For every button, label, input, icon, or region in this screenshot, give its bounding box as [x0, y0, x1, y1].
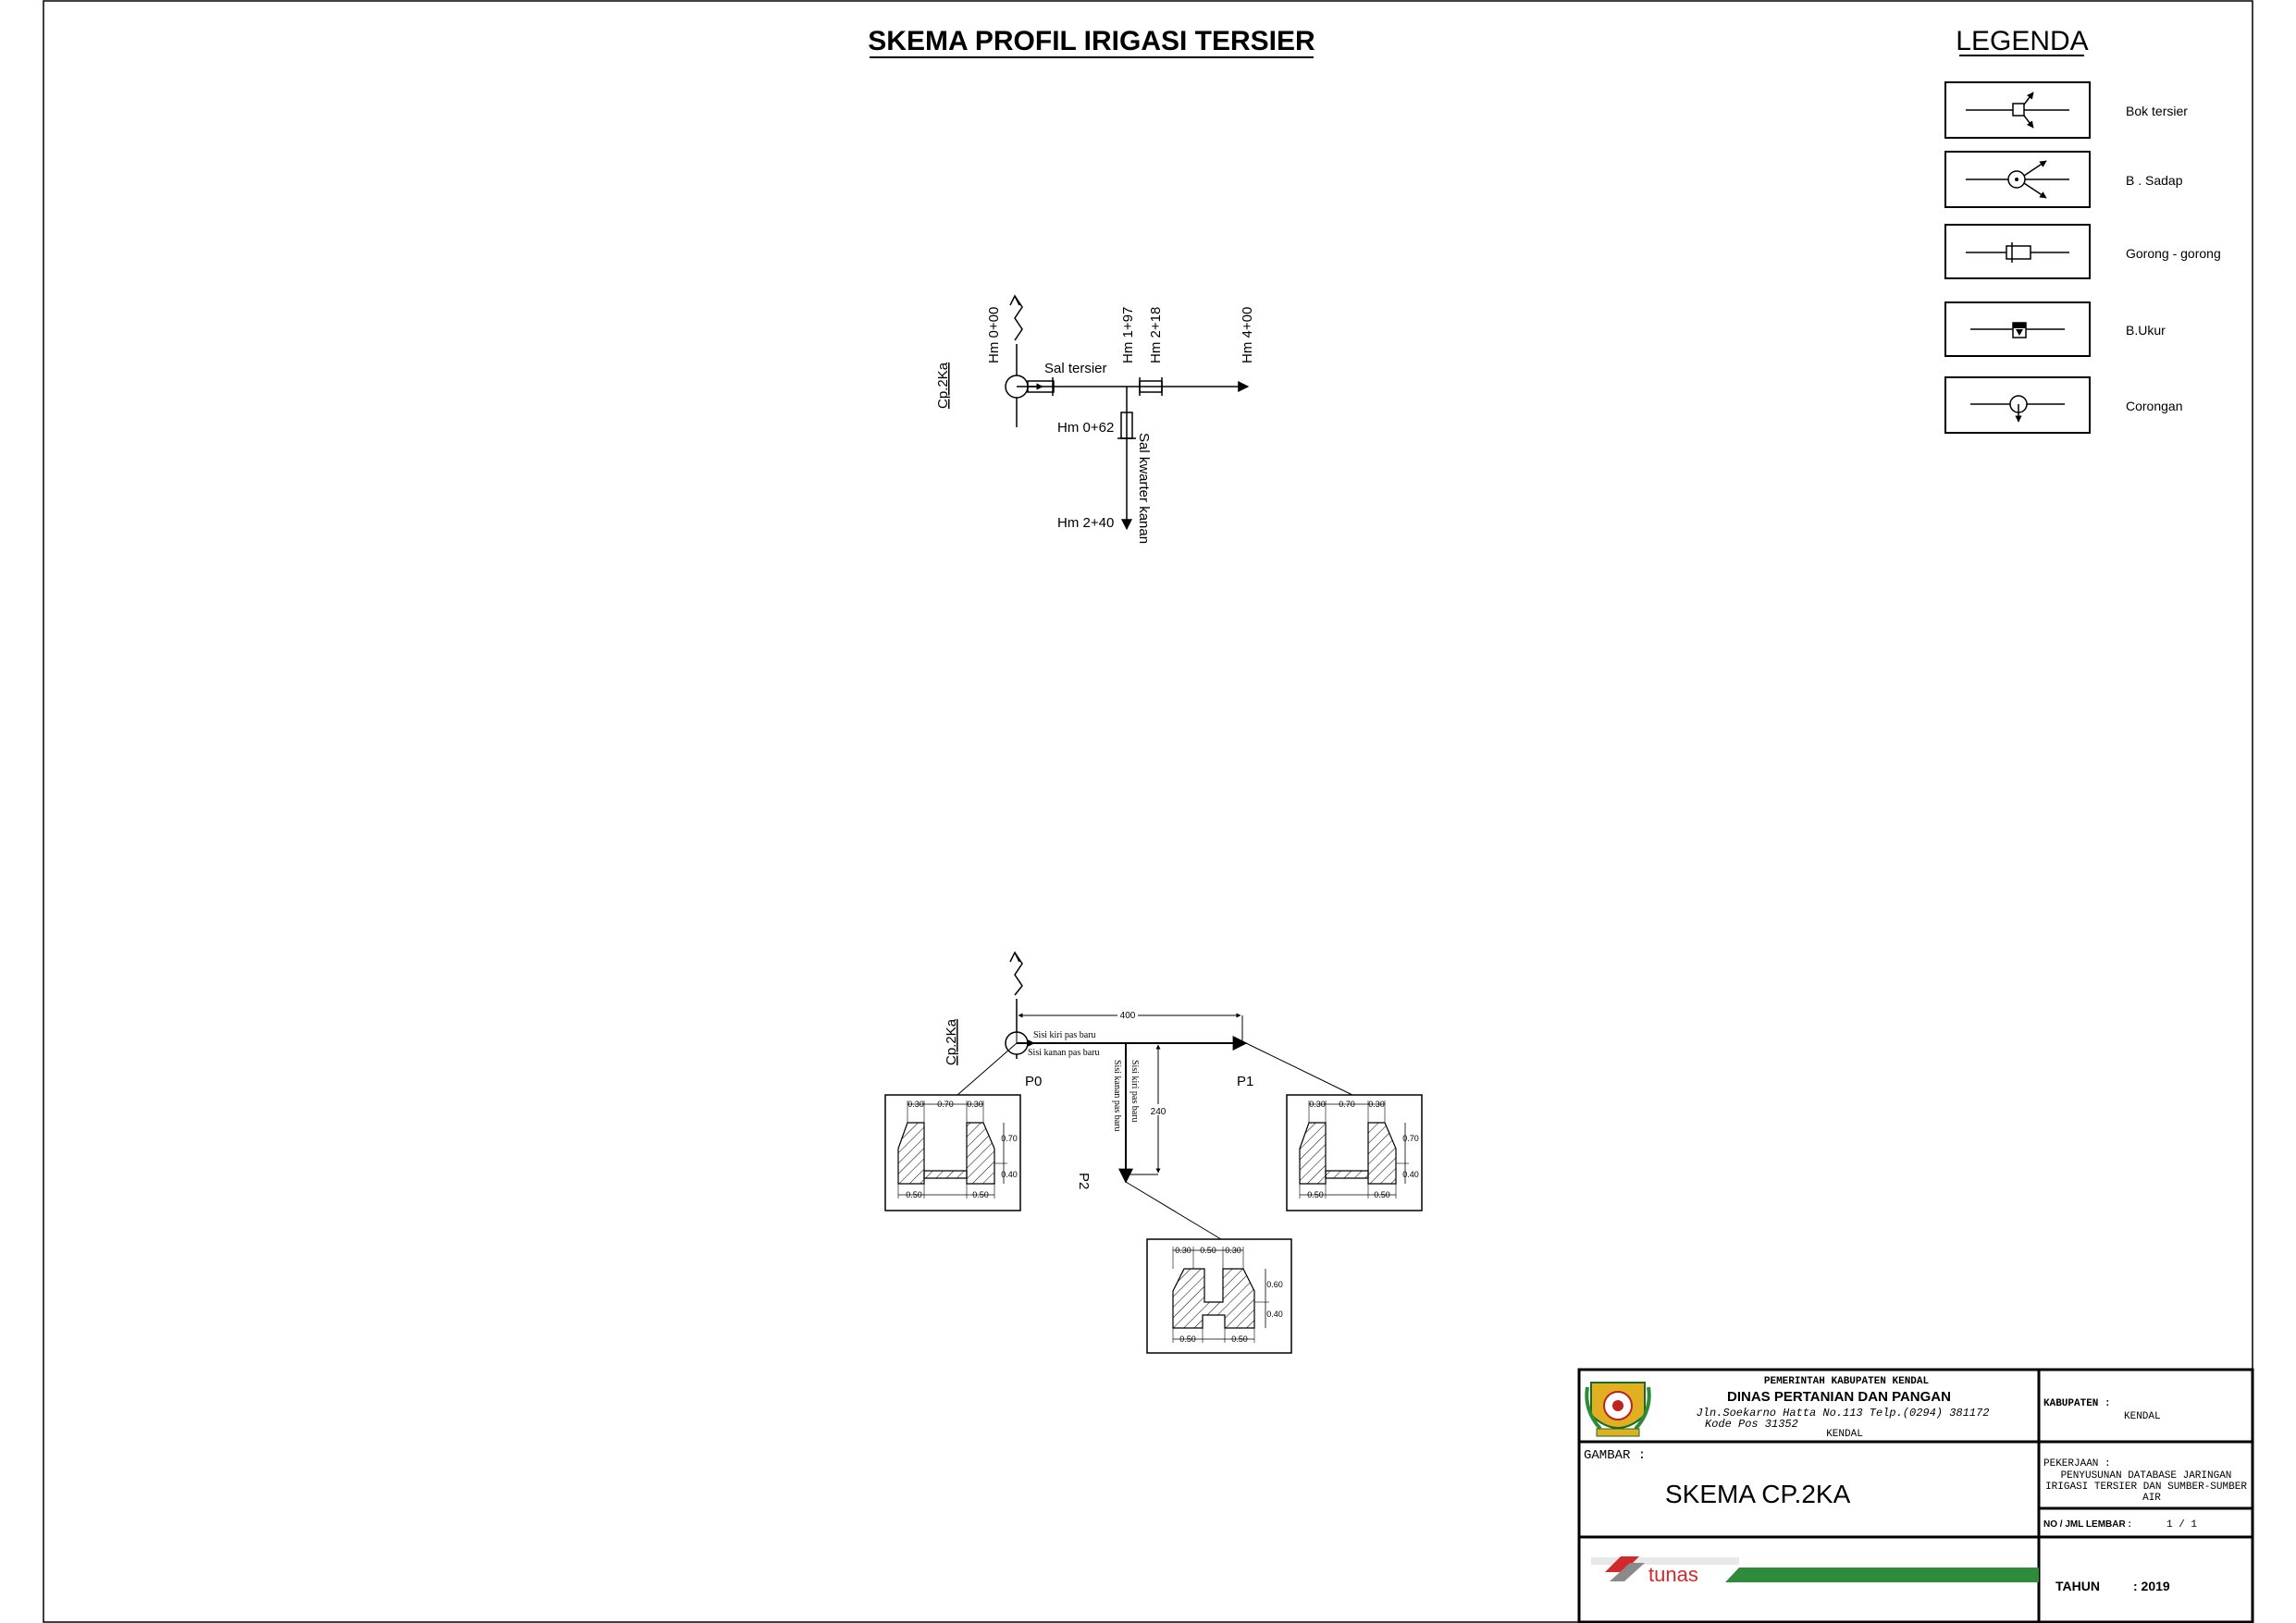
bok-tersier-icon [1966, 92, 2069, 129]
section-dim-label: 0.50 [1374, 1190, 1390, 1199]
address-line: Kode Pos 31352 [1705, 1418, 1798, 1431]
section-dim-label: 0.40 [1402, 1170, 1419, 1179]
source-zigzag-icon [1014, 952, 1023, 996]
dimension-label: 400 [1120, 1011, 1136, 1021]
section-dim-label: 0.30 [1225, 1246, 1241, 1255]
legend-item-corongan: Corongan [1944, 376, 2183, 434]
company-name: tunas [1648, 1563, 1698, 1586]
section-dim-label: 0.40 [1266, 1309, 1283, 1319]
gorong-gorong-icon [1966, 242, 2069, 263]
profile-schema: 400 240 Cp.2Ka Sisi kiri pas baru Sisi k… [944, 951, 1353, 1240]
legend-heading: LEGENDA [1956, 26, 2088, 56]
section-dim-label: 0.50 [1200, 1246, 1216, 1255]
section-dim-label: 0.30 [907, 1100, 924, 1109]
station-label: Hm 4+00 [1240, 307, 1255, 363]
point-label: P1 [1237, 1074, 1253, 1089]
title-block: PEMERINTAH KABUPATEN KENDAL DINAS PERTAN… [1577, 1368, 2254, 1623]
legend-item-b-ukur: B.Ukur [1944, 301, 2166, 357]
section-dim-label: 0.70 [937, 1100, 954, 1109]
source-zigzag-icon [1014, 295, 1023, 341]
section-dim-label: 0.50 [1307, 1190, 1324, 1199]
legend: LEGENDA Bok tersier B . Sadap [1944, 26, 2221, 434]
section-dim-label: 0.70 [1402, 1134, 1419, 1143]
gambar-value: SKEMA CP.2KA [1665, 1480, 1851, 1508]
tahun-label: TAHUN [2055, 1579, 2100, 1593]
section-dim-label: 0.60 [1266, 1280, 1283, 1289]
company-logo: tunas [1591, 1556, 2039, 1586]
section-dim-label: 0.50 [1231, 1334, 1248, 1344]
section-dim-label: 0.70 [1339, 1100, 1355, 1109]
legend-item-b-sadap: B . Sadap [1944, 151, 2183, 208]
pekerjaan-label: PEKERJAAN : [2043, 1458, 2111, 1469]
side-label: Sisi kanan pas baru [1028, 1048, 1100, 1058]
bangunan-ukur-icon [1970, 322, 2065, 338]
pekerjaan-line: IRIGASI TERSIER DAN SUMBER-SUMBER [2045, 1482, 2247, 1493]
kabupaten-label: KABUPATEN : [2043, 1398, 2111, 1409]
section-dim-label: 0.50 [1179, 1334, 1196, 1344]
cross-section-p2: 0.30 0.50 0.30 0.60 0.40 0.50 0.50 [1146, 1238, 1292, 1354]
station-label: Hm 2+18 [1148, 307, 1164, 363]
station-label: Hm 2+40 [1057, 515, 1114, 531]
legend-label: Bok tersier [2126, 104, 2188, 118]
gorong-gorong-icon [1027, 380, 1055, 393]
side-label: Sisi kanan pas baru [1112, 1060, 1122, 1132]
legend-label: Corongan [2126, 399, 2183, 413]
dept-name: DINAS PERTANIAN DAN PANGAN [1727, 1389, 1951, 1405]
cross-section-p1: 0.30 0.70 0.30 0.70 0.40 0.50 0.50 [1286, 1094, 1423, 1211]
section-dim-label: 0.40 [1001, 1170, 1018, 1179]
point-label: P0 [1025, 1074, 1042, 1089]
kabupaten-value: KENDAL [2124, 1411, 2161, 1422]
station-label: Hm 1+97 [1120, 307, 1136, 363]
kabupaten-kendal-logo [1585, 1382, 1651, 1437]
section-dim-label: 0.30 [1309, 1100, 1326, 1109]
legend-label: B.Ukur [2126, 323, 2166, 338]
pekerjaan-line: AIR [2142, 1493, 2161, 1504]
section-dim-label: 0.30 [1175, 1246, 1191, 1255]
lembar-label: NO / JML LEMBAR : [2043, 1519, 2131, 1530]
section-dim-label: 0.50 [906, 1190, 922, 1199]
legend-label: B . Sadap [2126, 173, 2183, 188]
lembar-value: 1 / 1 [2166, 1519, 2197, 1531]
page-title: SKEMA PROFIL IRIGASI TERSIER [868, 26, 1315, 56]
cross-section-p0: 0.30 0.70 0.30 0.70 0.40 0.50 0.50 [884, 1094, 1021, 1211]
side-label: Sisi kiri pas baru [1129, 1060, 1140, 1123]
side-label: Sisi kiri pas baru [1033, 1030, 1096, 1040]
corongan-icon [1970, 395, 2065, 423]
sal-tersier-label: Sal tersier [1044, 361, 1107, 376]
city-name: KENDAL [1826, 1429, 1863, 1440]
legend-item-bok-tersier: Bok tersier [1944, 81, 2188, 139]
dimension-label: 240 [1151, 1107, 1167, 1117]
gambar-label: GAMBAR : [1584, 1448, 1646, 1463]
section-dim-label: 0.30 [967, 1100, 983, 1109]
section-dim-label: 0.50 [972, 1190, 989, 1199]
network-schema: Cp.2Ka Hm 0+00 Sal tersier Hm 1+97 Hm 2+… [935, 294, 1255, 544]
cp-label: Cp.2Ka [944, 1018, 959, 1065]
station-label: Hm 0+62 [1057, 420, 1114, 436]
section-dim-label: 0.70 [1001, 1134, 1018, 1143]
pekerjaan-line: PENYUSUNAN DATABASE JARINGAN [2061, 1470, 2232, 1482]
legend-label: Gorong - gorong [2126, 246, 2221, 261]
tahun-value: : 2019 [2133, 1579, 2170, 1593]
cp-label: Cp.2Ka [935, 362, 951, 409]
address-line: Jln.Soekarno Hatta No.113 Telp.(0294) 38… [1697, 1407, 1990, 1420]
sheet-border [43, 0, 2253, 1623]
point-label: P2 [1076, 1173, 1092, 1189]
bangunan-sadap-icon [1966, 160, 2069, 199]
section-dim-label: 0.30 [1368, 1100, 1385, 1109]
gov-name: PEMERINTAH KABUPATEN KENDAL [1764, 1376, 1930, 1387]
station-label: Hm 0+00 [986, 307, 1002, 363]
legend-item-gorong-gorong: Gorong - gorong [1944, 224, 2221, 279]
sal-kwarter-label: Sal kwarter kanan [1136, 433, 1152, 544]
